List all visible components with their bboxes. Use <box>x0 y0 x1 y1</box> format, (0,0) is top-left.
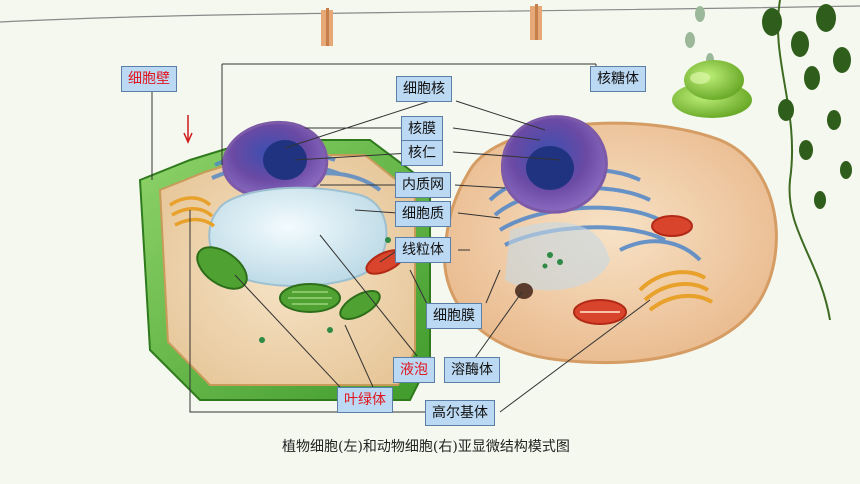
label-er: 内质网 <box>395 172 451 198</box>
label-cytoplasm: 细胞质 <box>395 201 451 227</box>
label-cell-wall: 细胞壁 <box>121 66 177 92</box>
label-nucleus: 细胞核 <box>396 76 452 102</box>
clothespin-left <box>321 8 333 46</box>
animal-cell <box>443 115 778 364</box>
rope-line <box>0 5 860 23</box>
label-nucleolus: 核仁 <box>401 140 443 166</box>
label-cell-membrane: 细胞膜 <box>426 303 482 329</box>
label-mitochondria: 线粒体 <box>395 237 451 263</box>
clothespin-right <box>530 4 542 40</box>
label-chloroplast: 叶绿体 <box>337 387 393 413</box>
figure-caption: 植物细胞(左)和动物细胞(右)亚显微结构模式图 <box>282 439 570 455</box>
vine-decoration <box>685 0 852 321</box>
ribosome-model <box>672 60 752 118</box>
plant-cell <box>138 115 431 401</box>
label-nuclear-membrane: 核膜 <box>401 116 443 142</box>
label-golgi: 高尔基体 <box>425 400 495 426</box>
label-vacuole: 液泡 <box>393 357 435 383</box>
label-ribosome: 核糖体 <box>590 66 646 92</box>
label-lysosome: 溶酶体 <box>444 357 500 383</box>
